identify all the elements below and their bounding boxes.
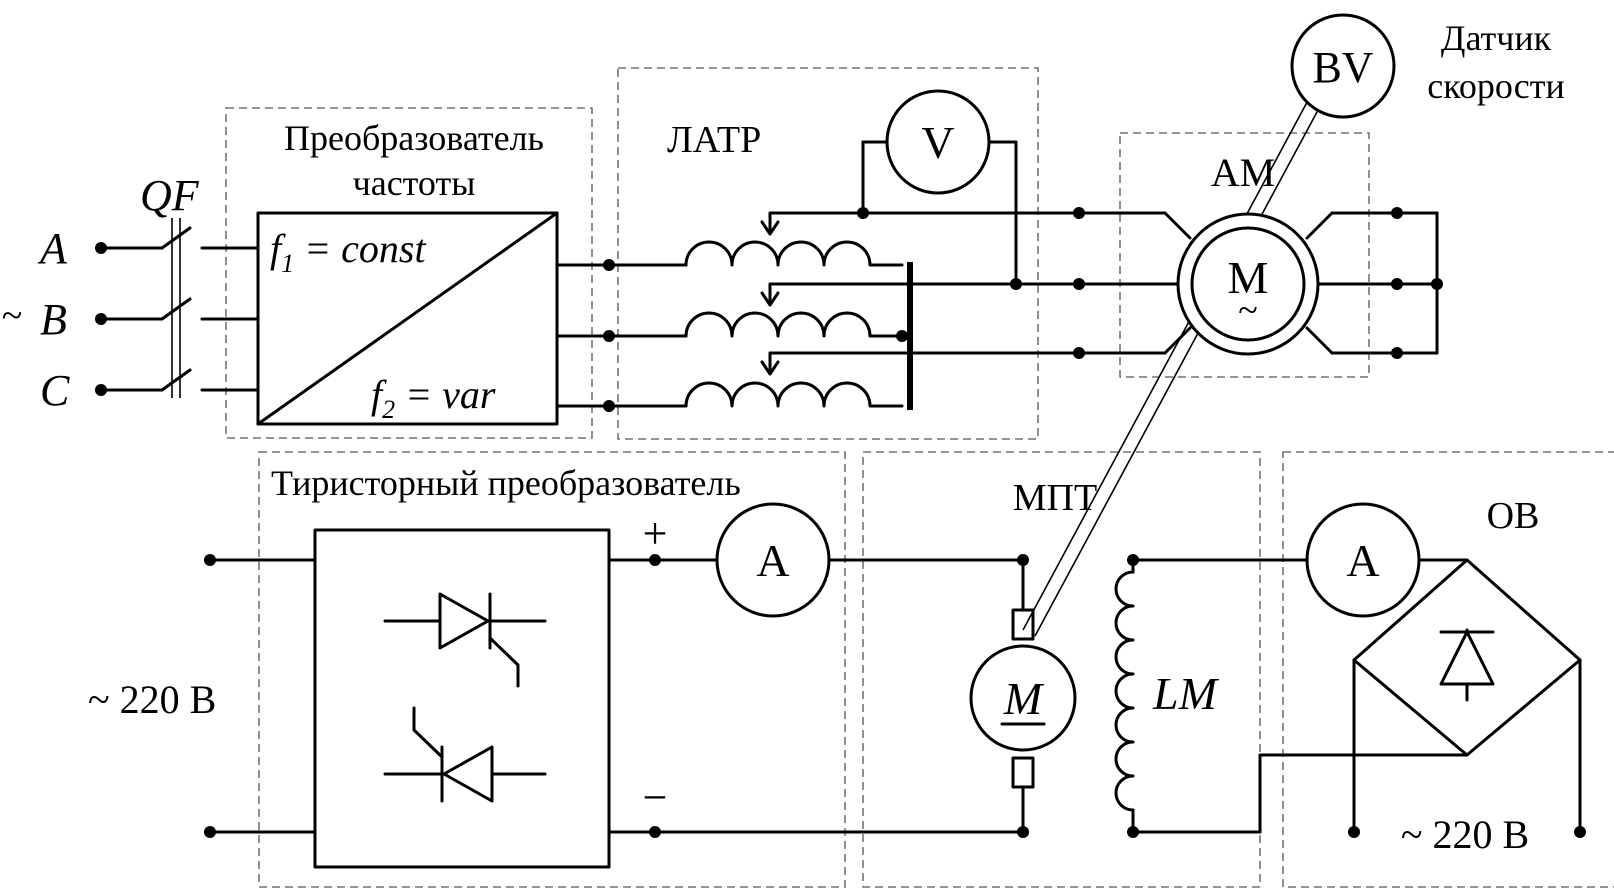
thyristor-converter-box xyxy=(313,528,611,869)
converter-title-line2: частоты xyxy=(353,163,476,203)
armature-ammeter-label: A xyxy=(756,535,789,586)
speed-sensor-label-line2: скорости xyxy=(1427,66,1565,106)
speed-sensor-tag: BV xyxy=(1312,43,1373,92)
field-winding-label: LM xyxy=(1152,668,1220,719)
plus-terminal-label: + xyxy=(643,509,668,558)
phase-b-line xyxy=(95,297,260,325)
converter-title-line1: Преобразователь xyxy=(284,118,544,158)
field-ammeter-label: A xyxy=(1346,535,1379,586)
frequency-converter-box xyxy=(256,211,559,426)
frequency-converter-frame xyxy=(225,107,593,439)
am-frame xyxy=(1119,132,1370,378)
induction-motor-ac-symbol: ~ xyxy=(1238,290,1257,330)
latr-frame xyxy=(617,67,1039,440)
thyristor-supply-wires xyxy=(204,554,317,838)
thyristor-converter-label: Тиристорный преобразователь xyxy=(271,463,741,503)
induction-motor-label: M xyxy=(1228,252,1269,303)
am-input-wires xyxy=(1014,207,1192,359)
thyristor-converter-frame xyxy=(258,451,846,888)
excitation-frame xyxy=(1282,451,1614,888)
right-supply-label: ~ 220 В xyxy=(1401,812,1529,857)
minus-terminal-label: − xyxy=(643,773,668,822)
field-ammeter xyxy=(1305,502,1421,618)
phase-a-line xyxy=(95,226,260,254)
am-label: АМ xyxy=(1211,150,1275,195)
armature-circuit-wires xyxy=(607,554,1029,838)
converter-output-wires xyxy=(555,259,688,412)
diode-bridge xyxy=(1352,558,1582,757)
latr-winding-a xyxy=(684,211,1018,267)
f1-const-label: f1 = const xyxy=(270,226,426,278)
latr-label: ЛАТР xyxy=(667,119,761,161)
armature-ammeter xyxy=(715,502,831,618)
phase-c-label: C xyxy=(40,366,70,415)
thyristor-upper xyxy=(383,592,547,688)
ac-tilde-label: ~ xyxy=(2,295,23,337)
thyristor-lower xyxy=(383,706,547,803)
field-winding xyxy=(1114,554,1139,838)
latr-winding-c xyxy=(684,351,1018,408)
latr-star-point xyxy=(896,262,913,410)
induction-motor xyxy=(1176,212,1320,356)
excitation-label: ОВ xyxy=(1487,495,1540,537)
excitation-wires xyxy=(1131,558,1586,838)
qf-label: QF xyxy=(140,171,200,220)
phase-c-line xyxy=(95,368,260,396)
phase-b-label: B xyxy=(40,295,67,344)
dc-motor-symbol: M xyxy=(1003,673,1045,724)
breaker-mechanical-link xyxy=(171,218,181,398)
phase-a-label: A xyxy=(37,224,68,273)
latr-winding-b xyxy=(684,282,1018,338)
voltmeter-label: V xyxy=(921,117,954,168)
voltmeter xyxy=(857,89,1022,290)
left-supply-label: ~ 220 В xyxy=(88,677,216,722)
f2-var-label: f2 = var xyxy=(371,372,496,424)
speed-sensor xyxy=(1290,13,1396,119)
dc-motor xyxy=(969,608,1077,789)
speed-sensor-label-line1: Датчик xyxy=(1441,18,1552,58)
dc-motor-frame xyxy=(862,451,1261,888)
dc-motor-label: МПТ xyxy=(1013,477,1097,519)
am-output-wires xyxy=(1305,207,1443,359)
mechanical-shaft xyxy=(1022,92,1325,637)
